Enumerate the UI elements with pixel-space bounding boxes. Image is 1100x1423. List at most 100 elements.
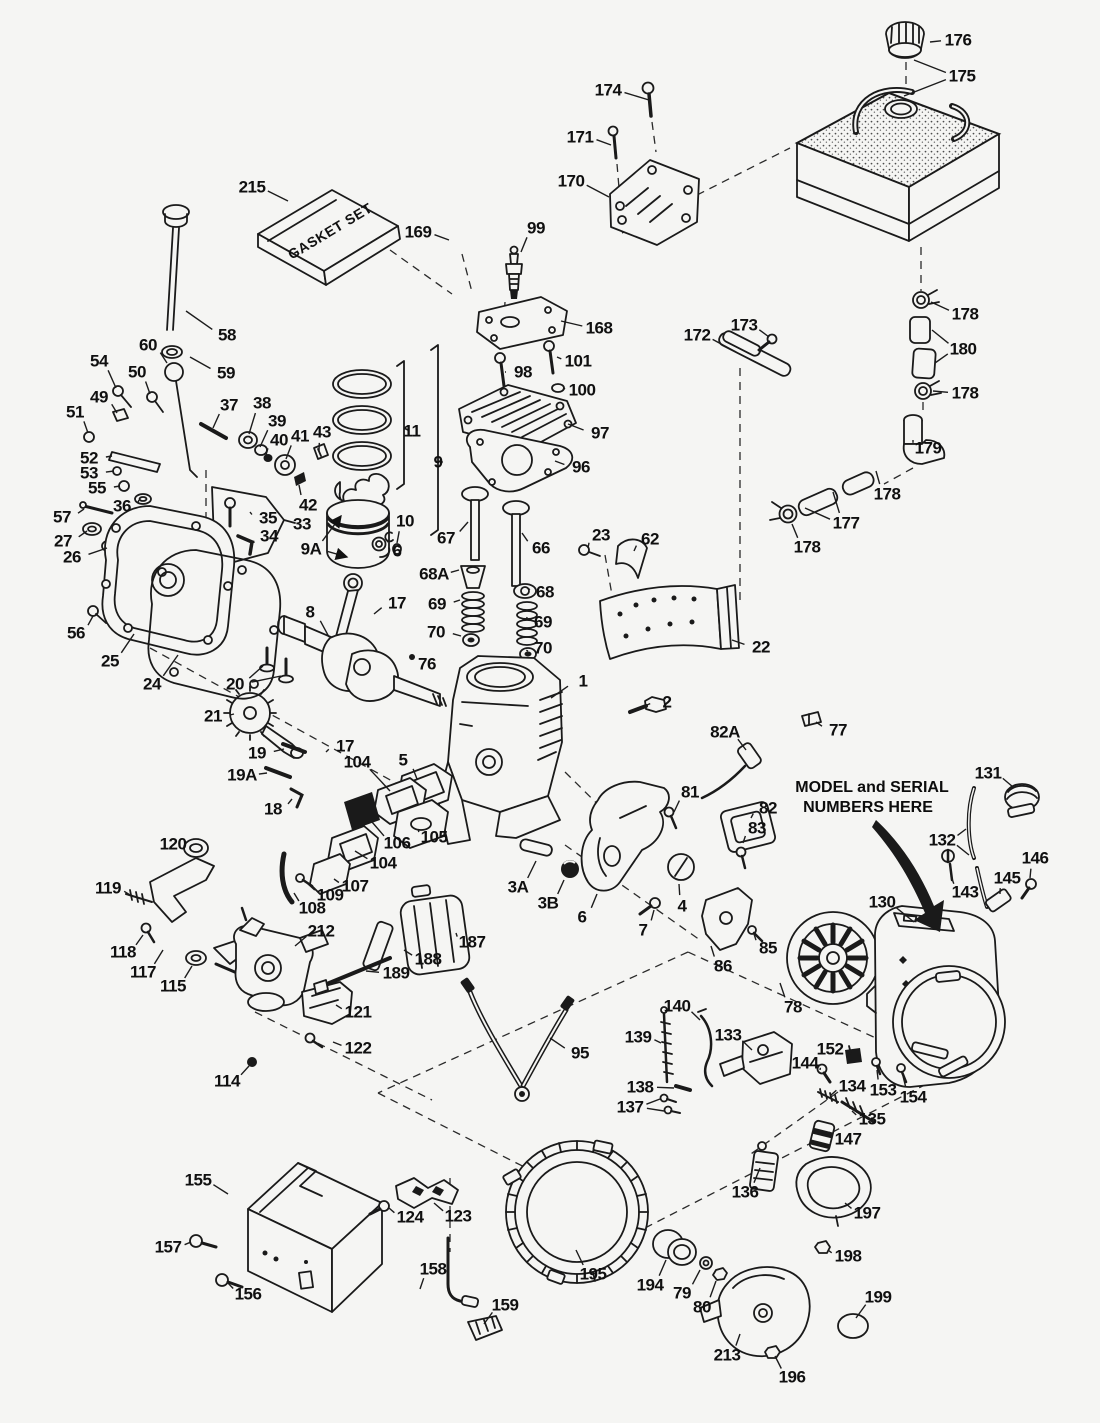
leader-9A: [327, 547, 349, 560]
leader-172: [712, 338, 737, 353]
leader-27: [78, 530, 88, 538]
callout-189: 189: [383, 964, 410, 983]
callout-62: 62: [641, 530, 659, 549]
callout-99: 99: [527, 219, 545, 238]
leader-41: [285, 445, 292, 460]
callout-55: 55: [88, 479, 106, 498]
heat-shield: [599, 584, 740, 660]
plug-199: [837, 1313, 869, 1339]
callout-37: 37: [220, 396, 238, 415]
fuel-elbow-179: [902, 414, 946, 465]
callout-59: 59: [217, 364, 235, 383]
callout-104: 104: [344, 753, 372, 772]
callout-41: 41: [291, 427, 309, 446]
leader-38: [248, 412, 257, 435]
leader-67: [459, 521, 469, 532]
dowel-76: [409, 654, 415, 660]
leader-136: [753, 1167, 761, 1183]
ignition-coil-group: [663, 711, 822, 870]
callout-115: 115: [160, 977, 186, 996]
callout-68A: 68A: [419, 565, 449, 584]
leader-133: [741, 1040, 753, 1051]
bracket-screws: [607, 81, 655, 160]
callout-105: 105: [421, 828, 448, 847]
callout-77: 77: [829, 721, 847, 740]
callout-138: 138: [627, 1078, 654, 1097]
leader-56: [87, 615, 94, 626]
callout-1: 1: [579, 672, 588, 691]
leader-18: [287, 798, 293, 805]
leader-6: [590, 893, 598, 909]
callout-131: 131: [975, 764, 1002, 783]
callout-9A: 9A: [301, 540, 322, 559]
leader-80: [709, 1280, 717, 1298]
leader-10: [396, 531, 400, 544]
leader-35: [249, 511, 253, 515]
callout-135: 135: [859, 1110, 886, 1129]
leader-82: [750, 813, 754, 819]
leader-137: [646, 1107, 665, 1112]
plug-plate: [476, 296, 568, 350]
leader-170: [586, 184, 610, 198]
leader-95: [549, 1037, 566, 1049]
leader-171: [596, 139, 612, 146]
callout-134: 134: [839, 1077, 867, 1096]
leader-176: [929, 40, 942, 43]
callout-177: 177: [833, 514, 860, 533]
plug-boot-82A: [737, 742, 762, 770]
choke-rod-group: [446, 1236, 503, 1341]
callout-86: 86: [714, 957, 732, 976]
callout-137: 137: [617, 1098, 644, 1117]
callout-215: 215: [239, 178, 266, 197]
callout-6: 6: [578, 908, 587, 927]
callout-81: 81: [681, 783, 699, 802]
callout-53: 53: [80, 464, 98, 483]
leader-114: [240, 1065, 250, 1076]
callout-145: 145: [994, 869, 1021, 888]
callout-36: 36: [113, 497, 131, 516]
speed-control-group: [659, 1031, 908, 1192]
leader-195: [575, 1249, 584, 1266]
leader-178: [932, 390, 949, 393]
callout-69: 69: [428, 595, 446, 614]
callout-56: 56: [67, 624, 85, 643]
leader-17: [373, 607, 383, 615]
leader-146: [1029, 868, 1032, 879]
leader-213: [735, 1333, 741, 1346]
piston-and-rings: [326, 344, 443, 569]
callout-5: 5: [399, 751, 408, 770]
leader-132: [956, 844, 970, 856]
callout-106: 106: [384, 834, 411, 853]
callout-104: 104: [370, 854, 398, 873]
leader-4: [678, 883, 681, 896]
hinge-bracket-123: [368, 1177, 459, 1216]
callout-178: 178: [874, 485, 901, 504]
leader-189: [365, 970, 380, 973]
muffler-group: [313, 884, 471, 995]
leader-1: [550, 685, 569, 699]
callout-68: 68: [536, 583, 554, 602]
callout-4: 4: [678, 897, 688, 916]
callout-152: 152: [817, 1040, 844, 1059]
callout-6: 6: [393, 542, 402, 561]
callout-139: 139: [625, 1028, 652, 1047]
leader-177: [804, 507, 831, 520]
callout-40: 40: [270, 431, 288, 450]
callout-157: 157: [155, 1238, 182, 1257]
leader-57: [77, 508, 85, 514]
callout-123: 123: [445, 1207, 472, 1226]
connector-147: [808, 1119, 836, 1153]
callout-120: 120: [160, 835, 187, 854]
leader-69: [453, 599, 461, 603]
leader-175: [903, 78, 947, 97]
adapter-tube-3A: [519, 838, 553, 857]
leader-83: [742, 835, 747, 844]
callout-52: 52: [80, 449, 98, 468]
callout-124: 124: [397, 1208, 425, 1227]
leader-140: [691, 1011, 701, 1021]
coil-bracket-86: [701, 887, 764, 951]
leader-215: [267, 190, 289, 202]
spark-plug: [505, 245, 523, 299]
